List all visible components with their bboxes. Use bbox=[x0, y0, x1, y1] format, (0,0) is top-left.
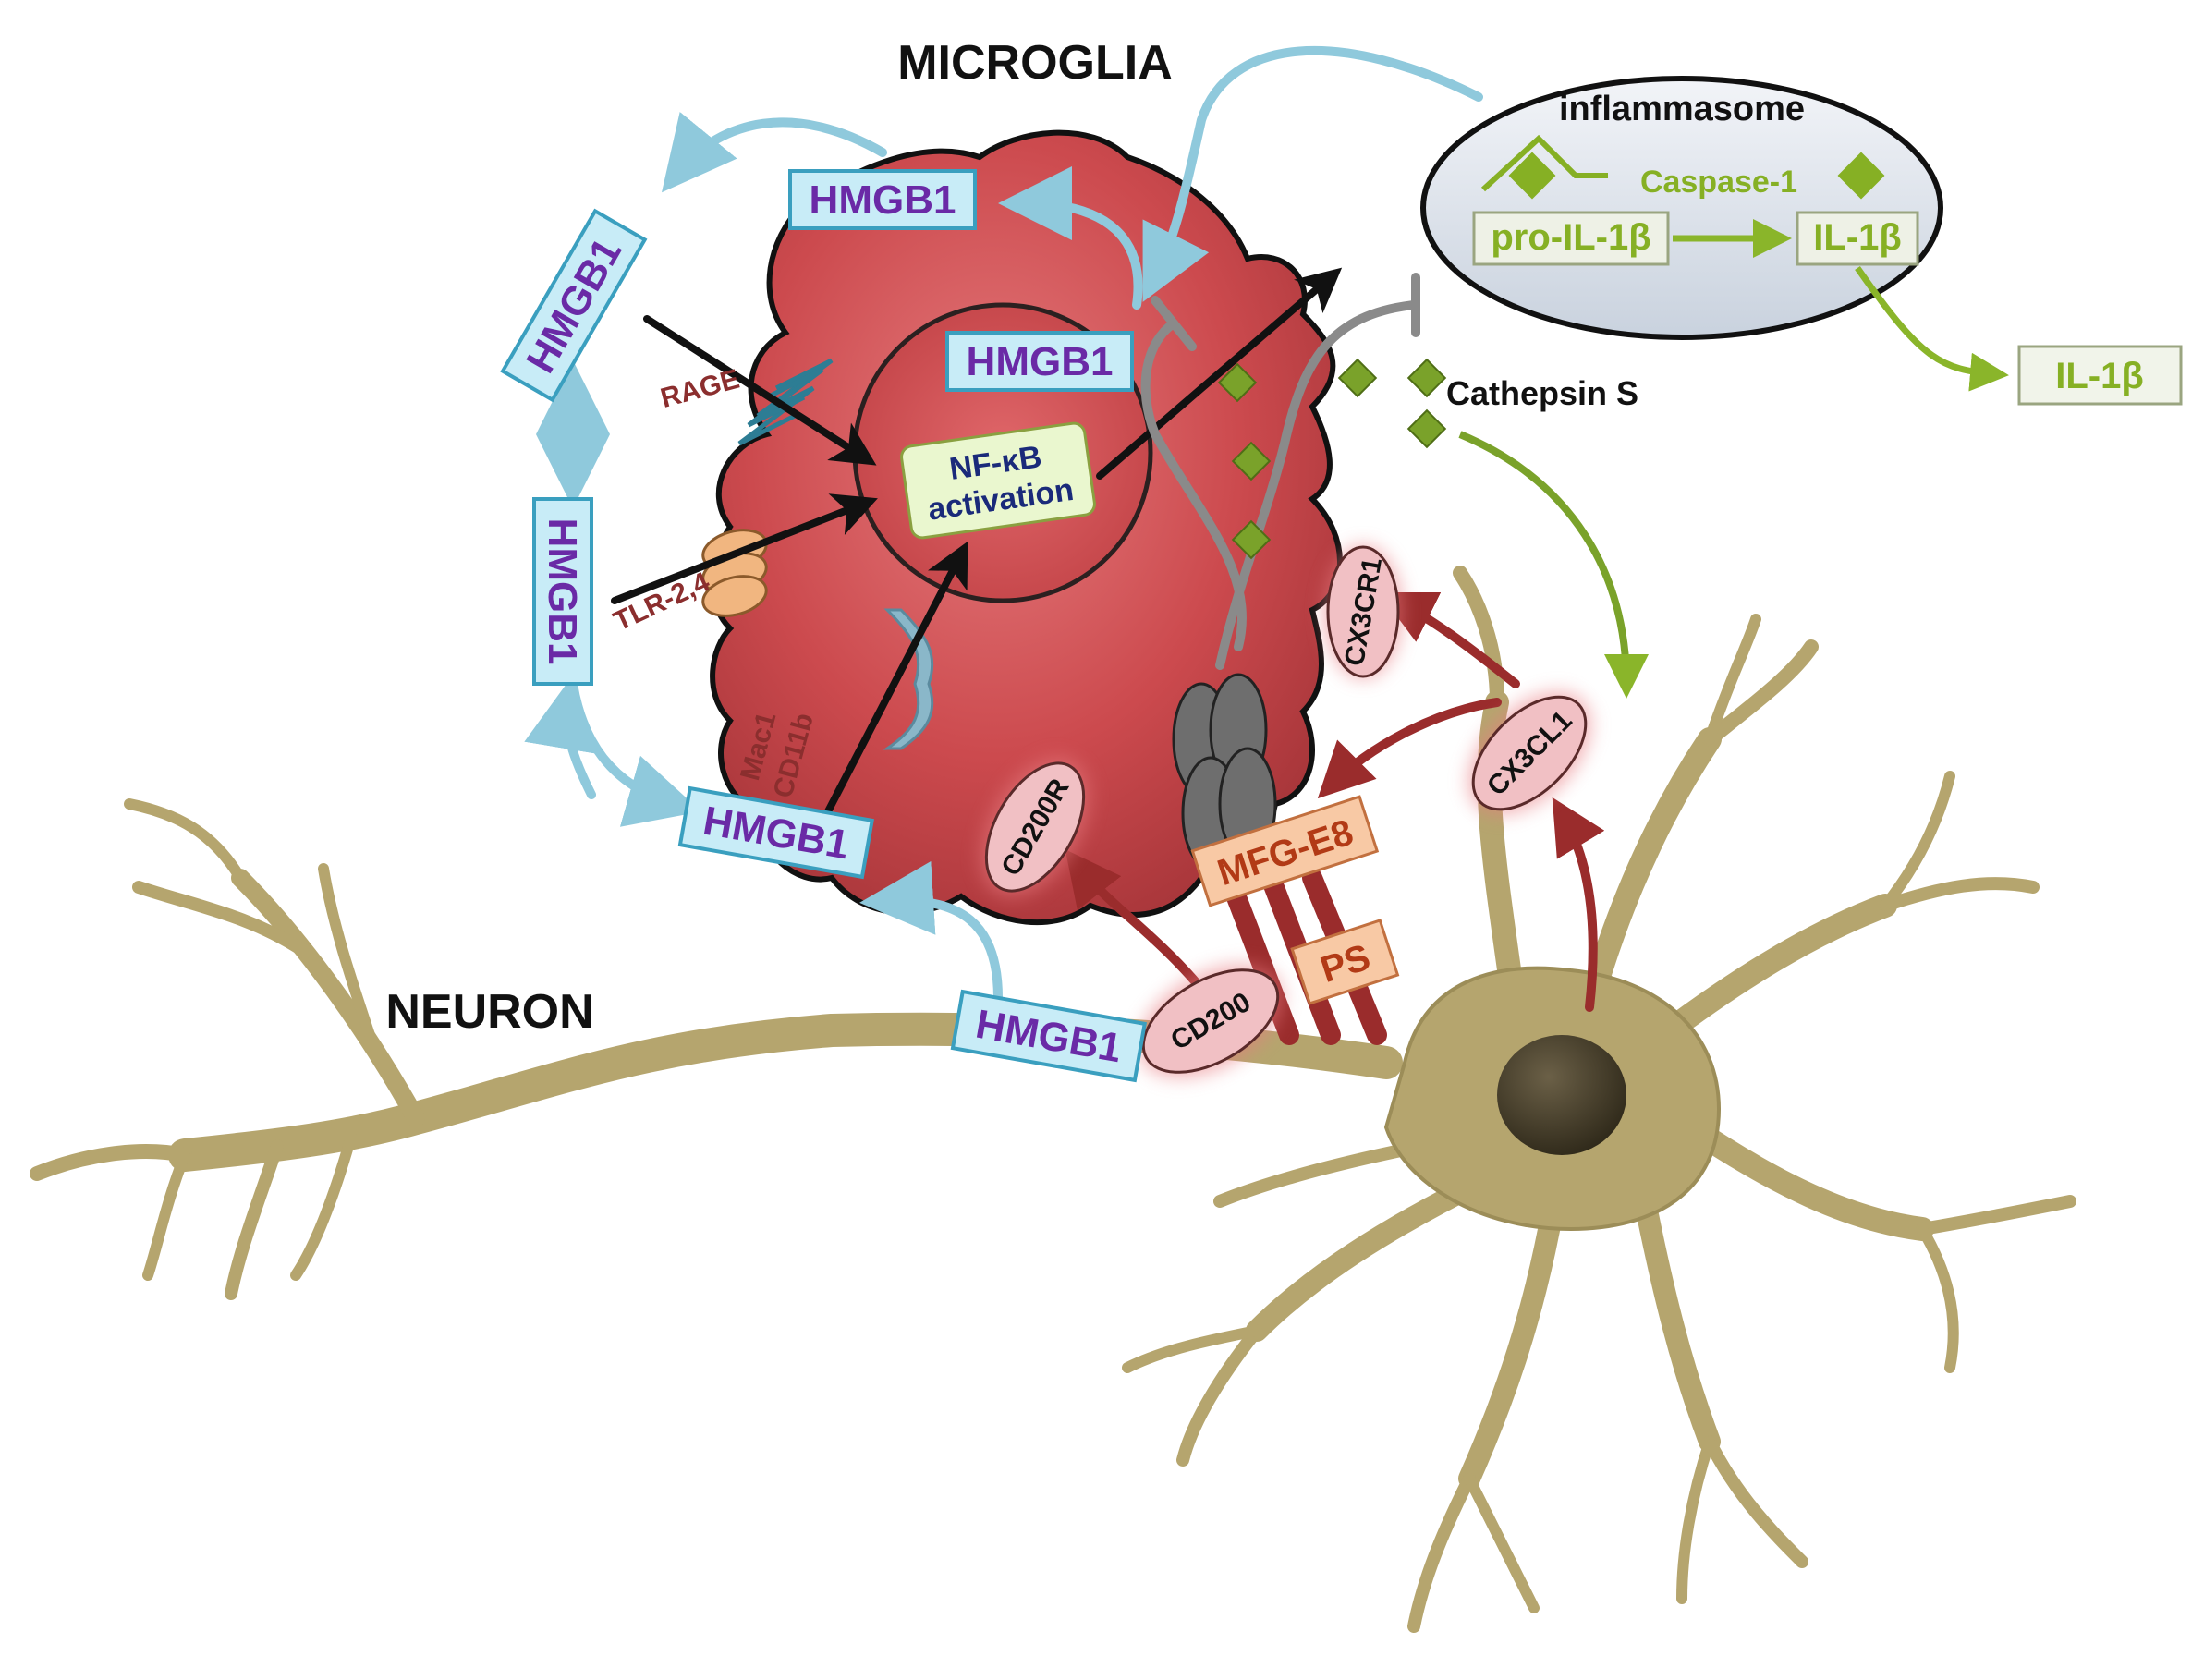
il1b-inner-label: IL-1β bbox=[1813, 217, 1902, 258]
diamond-icon bbox=[1508, 152, 1556, 200]
diamond-icon bbox=[1406, 408, 1447, 449]
caspase-hinge-icon bbox=[1480, 134, 1608, 192]
il1b-release-arrow bbox=[1855, 265, 2009, 392]
cd200-ligand bbox=[1141, 968, 1280, 1074]
microglia-title: MICROGLIA bbox=[897, 36, 1173, 90]
diamond-icon bbox=[1337, 358, 1378, 398]
cx3cr1-receptor bbox=[1326, 545, 1400, 678]
diamond-icon bbox=[1231, 519, 1272, 560]
hmgb1-box-neuron: HMGB1 bbox=[950, 989, 1148, 1083]
nfkb-activation-box: NF-κB activation bbox=[900, 421, 1096, 540]
tlr-label: TLR-2,4 bbox=[609, 566, 714, 638]
cd200r-receptor bbox=[984, 761, 1086, 893]
receptor-mac1-icon bbox=[883, 608, 934, 750]
caspase-label: Caspase-1 bbox=[1640, 164, 1797, 200]
diamond-icon bbox=[1217, 362, 1258, 403]
il1b-outer-label: IL-1β bbox=[2055, 356, 2144, 396]
hmgb1-box-left-lower: HMGB1 bbox=[532, 497, 593, 686]
neuron-title: NEURON bbox=[385, 985, 593, 1039]
hmgb1-loop-arrows bbox=[524, 45, 1483, 1003]
il1b-outer-box bbox=[2017, 345, 2183, 406]
signaling-arrows bbox=[611, 267, 1343, 817]
receptor-rage-icon bbox=[737, 358, 834, 446]
cathepsin-arrow bbox=[1458, 431, 1649, 699]
ps-box: PS bbox=[1290, 919, 1400, 1005]
inhibition-tbar-icon bbox=[1140, 273, 1420, 670]
diamond-icon bbox=[1231, 441, 1272, 481]
inflammasome-complex: inflammasome Caspase-1 pro-IL-1β IL-1β bbox=[1420, 76, 1943, 340]
hmgb1-label: HMGB1 bbox=[540, 518, 585, 665]
cathepsin-granules bbox=[1217, 358, 1447, 560]
chemokine-arrows bbox=[1065, 592, 1605, 1012]
hmgb1-label: HMGB1 bbox=[967, 339, 1114, 384]
cathepsin-label: Cathepsin S bbox=[1446, 374, 1638, 412]
rage-label: RAGE bbox=[657, 364, 742, 414]
inflammasome-label: inflammasome bbox=[1559, 90, 1805, 128]
hmgb1-box-nucleus: HMGB1 bbox=[945, 331, 1134, 392]
diamond-icon bbox=[1406, 358, 1447, 398]
cx3cl1-ligand bbox=[1471, 695, 1588, 811]
hmgb1-box-left-upper: HMGB1 bbox=[500, 208, 648, 403]
hmgb1-box-top: HMGB1 bbox=[788, 169, 977, 230]
neuron-cell bbox=[30, 566, 2076, 1633]
pro-il1b-label: pro-IL-1β bbox=[1491, 217, 1650, 258]
hmgb1-label: HMGB1 bbox=[810, 177, 956, 223]
pro-il1b-box bbox=[1472, 211, 1670, 266]
diamond-icon bbox=[1837, 152, 1885, 200]
neuron-nucleus bbox=[1497, 1035, 1626, 1155]
il1b-inner-box bbox=[1796, 211, 1919, 266]
